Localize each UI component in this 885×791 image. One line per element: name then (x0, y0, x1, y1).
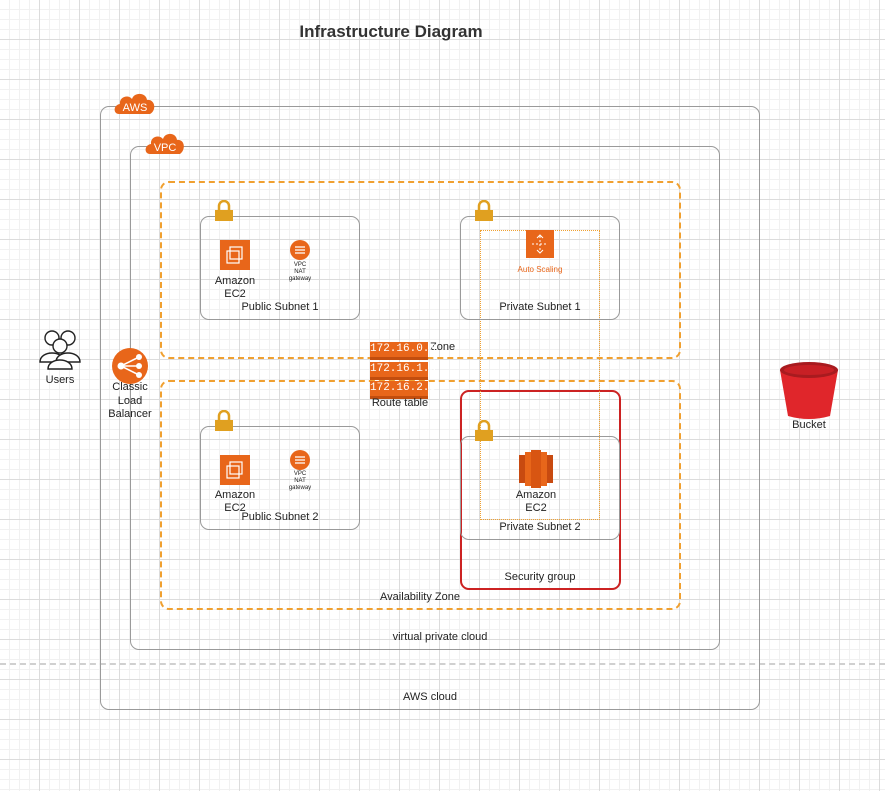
aws-badge-text: AWS (123, 102, 148, 114)
aws-cloud-label: AWS cloud (402, 691, 457, 703)
vpc-badge-text: VPC (154, 142, 177, 154)
public-subnet-2-label: Public Subnet 2 (241, 511, 319, 523)
lock-icon (474, 199, 494, 227)
vpc-label: virtual private cloud (392, 631, 488, 643)
users-icon (38, 328, 82, 375)
public-subnet-2[interactable] (200, 426, 360, 530)
public-subnet-1-label: Public Subnet 1 (241, 301, 319, 313)
bucket-label: Bucket (792, 419, 826, 431)
lock-icon (214, 409, 234, 437)
bucket-icon (778, 360, 840, 425)
route-table-entry-2: 172.16.1.0 (370, 362, 437, 377)
security-group[interactable] (460, 390, 621, 590)
availability-zone-2-label: Availability Zone (380, 591, 460, 603)
ec2-label-line1: Amazon (515, 489, 557, 501)
lock-icon (214, 199, 234, 227)
load-balancer-label-line1: Classic (112, 381, 148, 393)
vpc-container[interactable] (130, 146, 720, 650)
nat-label-line3: gateway (288, 276, 312, 282)
ec2-icon (220, 240, 250, 270)
nat-label-line2: NAT (294, 269, 306, 275)
public-subnet-1[interactable] (200, 216, 360, 320)
aws-cloud-container[interactable] (100, 106, 760, 710)
ec2-label-line2: EC2 (224, 288, 246, 300)
nat-label-line2: NAT (294, 478, 306, 484)
private-subnet-1[interactable] (460, 216, 620, 320)
private-subnet-2[interactable] (460, 436, 620, 540)
private-subnet-1-label: Private Subnet 1 (499, 301, 581, 313)
aws-cloud-icon: AWS (113, 90, 157, 116)
divider-line (0, 663, 885, 665)
load-balancer-icon (111, 347, 149, 390)
security-group-label: Security group (504, 571, 576, 583)
nat-label-line3: gateway (288, 485, 312, 491)
load-balancer-label-line2: Load (117, 395, 143, 407)
load-balancer-label-line3: Balancer (108, 408, 152, 420)
private-subnet-2-label: Private Subnet 2 (499, 521, 581, 533)
diagram-title: Infrastructure Diagram (299, 22, 483, 41)
route-table-entry-1: 172.16.0.0 (370, 342, 437, 357)
auto-scaling-label: Auto Scaling (517, 265, 563, 274)
ec2-label-line1: Amazon (214, 489, 256, 501)
vpc-cloud-icon: VPC (144, 130, 186, 156)
users-label: Users (45, 374, 75, 386)
nat-gateway-icon (290, 240, 310, 265)
auto-scaling-icon (526, 230, 554, 258)
ec2-icon (220, 455, 250, 485)
availability-zone-1[interactable] (160, 181, 681, 359)
route-table-entry-3: 172.16.2.0 (370, 381, 437, 396)
route-table-label: Route table (371, 397, 429, 409)
lock-icon (474, 419, 494, 447)
availability-zone-1-label: Zone (430, 341, 456, 353)
nat-label-line1: VPC (293, 262, 307, 268)
ec2-label-line2: EC2 (224, 502, 246, 514)
nat-label-line1: VPC (293, 471, 307, 477)
nat-gateway-icon (290, 450, 310, 475)
ec2-label-line2: EC2 (525, 502, 547, 514)
ec2-icon (519, 450, 553, 493)
ec2-label-line1: Amazon (214, 275, 256, 287)
